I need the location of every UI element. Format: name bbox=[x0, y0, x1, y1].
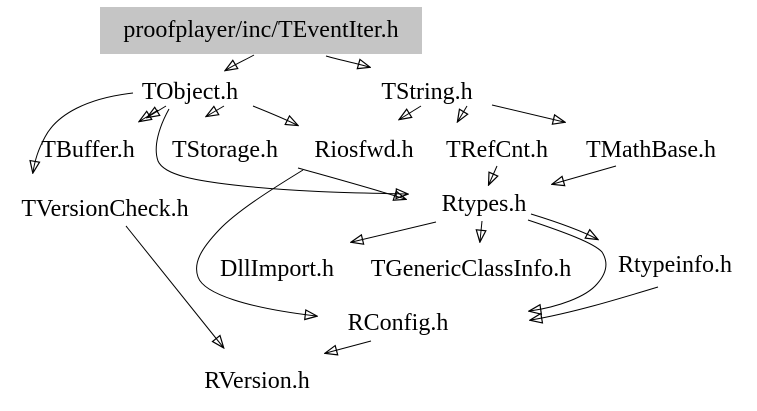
edge-rtypeinfo-rconfig bbox=[531, 286, 659, 320]
node-trefcnt-h[interactable]: TRefCnt.h bbox=[446, 137, 548, 163]
edge-tobject-tstorage bbox=[207, 106, 225, 116]
edge-rtypes-dllimport bbox=[352, 221, 437, 242]
node-rtypes-h[interactable]: Rtypes.h bbox=[441, 191, 527, 217]
node-tversioncheck-h[interactable]: TVersionCheck.h bbox=[21, 196, 189, 222]
node-tmathbase-h[interactable]: TMathBase.h bbox=[586, 137, 716, 163]
node-tgenericclassinfo-h[interactable]: TGenericClassInfo.h bbox=[370, 256, 572, 282]
node-rconfig-h[interactable]: RConfig.h bbox=[347, 310, 449, 336]
node-dllimport-h[interactable]: DllImport.h bbox=[220, 256, 334, 282]
edge-tobject-riosfwd bbox=[252, 105, 297, 125]
edge-tobject-rtypes bbox=[155, 108, 407, 194]
edge-rtypes-rtypeinfo bbox=[530, 213, 597, 239]
edge-rtypes-tgenericclassinfo bbox=[480, 220, 482, 241]
edge-tstring-tmathbase bbox=[491, 104, 564, 122]
edge-trefcnt-rtypes bbox=[489, 165, 497, 184]
node-rversion-h[interactable]: RVersion.h bbox=[204, 368, 310, 394]
edge-tobject-tversioncheck bbox=[33, 92, 134, 172]
edge-tstorage-rtypes bbox=[297, 167, 405, 199]
node-tstorage-h[interactable]: TStorage.h bbox=[172, 137, 278, 163]
node-tbuffer-h[interactable]: TBuffer.h bbox=[41, 137, 135, 163]
root-node-teventiter: proofplayer/inc/TEventIter.h bbox=[100, 7, 422, 54]
node-rtypeinfo-h[interactable]: Rtypeinfo.h bbox=[618, 252, 732, 278]
edge-tobject-tbuffer bbox=[148, 105, 167, 117]
edge-tversioncheck-rversion bbox=[125, 225, 223, 347]
edge-tstring-trefcnt bbox=[458, 105, 467, 121]
edge-tobject-tbuffer-arrowhead2 bbox=[140, 109, 159, 121]
edge-riosfwd-rconfig bbox=[196, 169, 316, 316]
edge-root-tobject bbox=[226, 54, 255, 70]
edge-rconfig-rversion bbox=[326, 340, 372, 353]
node-tobject-h[interactable]: TObject.h bbox=[141, 79, 239, 105]
node-tstring-h[interactable]: TString.h bbox=[381, 79, 473, 105]
edge-tstring-riosfwd bbox=[400, 105, 422, 119]
edge-rtypes-rconfig bbox=[528, 219, 607, 311]
edge-root-tstring bbox=[325, 55, 369, 67]
node-riosfwd-h[interactable]: Riosfwd.h bbox=[314, 137, 414, 163]
edge-tmathbase-rtypes bbox=[553, 165, 617, 184]
